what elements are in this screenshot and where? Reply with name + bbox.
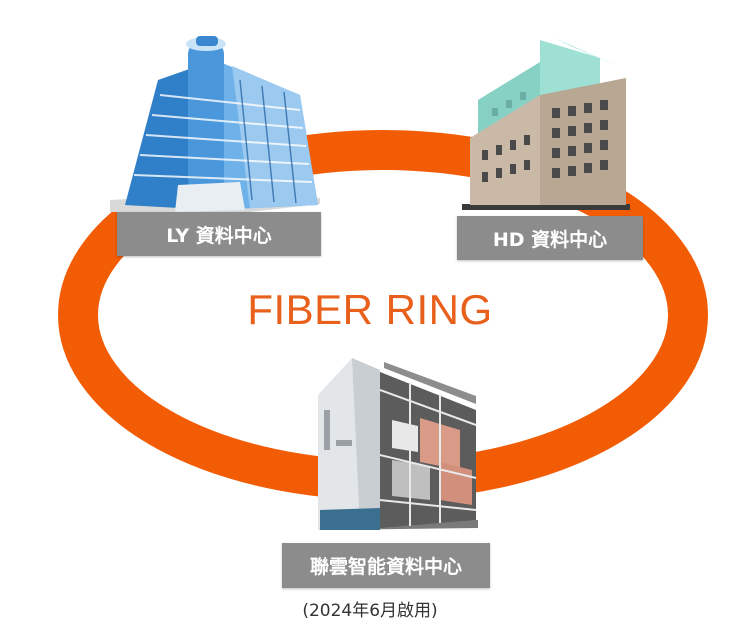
lianyun-datacenter-label: 聯雲智能資料中心 <box>282 543 490 588</box>
ring-title: FIBER RING <box>247 286 493 333</box>
data-center-building-icon <box>318 358 478 530</box>
office-building-mint-icon <box>462 38 630 210</box>
hd-datacenter-label: HD 資料中心 <box>457 216 643 260</box>
opening-date-note: (2024年6月啟用) <box>302 601 438 621</box>
office-building-blue-icon <box>110 36 320 212</box>
ly-datacenter-label: LY 資料中心 <box>117 212 321 256</box>
